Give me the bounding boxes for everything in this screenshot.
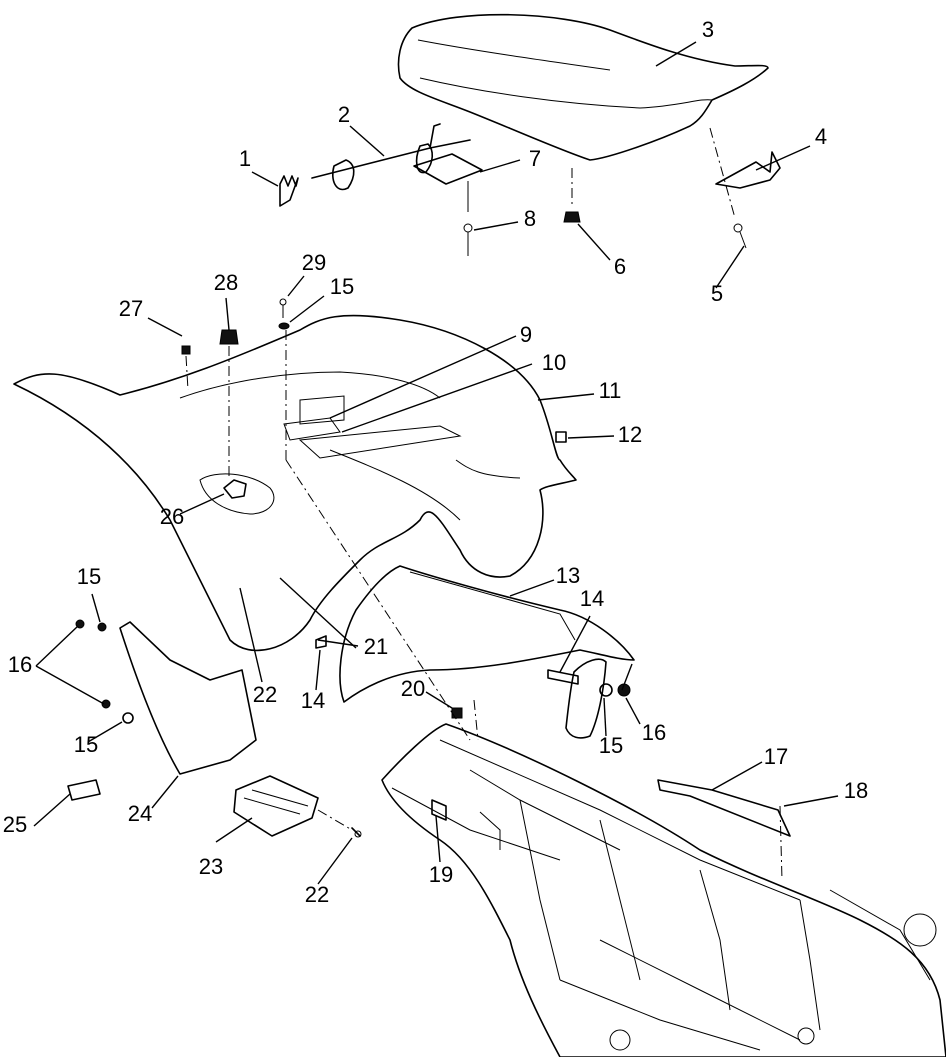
seat-nut — [563, 168, 581, 223]
callout-6: 6 — [614, 254, 626, 279]
callout-7: 7 — [529, 146, 541, 171]
spring — [279, 175, 299, 207]
inner-fender — [339, 565, 635, 703]
callout-24: 24 — [128, 801, 152, 826]
frame-plate — [657, 779, 791, 881]
rear-fender — [13, 314, 577, 652]
callout-15d: 15 — [599, 733, 623, 758]
callout-22a: 22 — [253, 682, 277, 707]
mud-flap-plate — [67, 779, 101, 801]
callout-18: 18 — [844, 778, 868, 803]
callout-11: 11 — [599, 378, 622, 403]
screw — [463, 223, 473, 256]
callout-8: 8 — [524, 206, 536, 231]
callout-15c: 15 — [74, 732, 98, 757]
callout-12: 12 — [618, 422, 642, 447]
callout-14a: 14 — [580, 586, 604, 611]
alignment-lines — [285, 459, 479, 741]
callout-1: 1 — [239, 146, 251, 171]
callout-19: 19 — [429, 862, 453, 887]
leader-lines — [33, 41, 839, 885]
footrest-bolt — [351, 827, 362, 838]
callout-29: 29 — [302, 250, 326, 275]
washers-and-nuts — [75, 619, 631, 724]
callout-22b: 22 — [305, 882, 329, 907]
callout-13: 13 — [556, 563, 580, 588]
callout-16a: 16 — [8, 652, 32, 677]
callout-5: 5 — [711, 281, 723, 306]
callout-9: 9 — [520, 322, 532, 347]
callout-labels: 1 2 3 4 5 6 7 8 9 10 11 12 13 14 14 15 1… — [3, 17, 868, 907]
callout-10: 10 — [542, 350, 566, 375]
frame-bracket — [431, 799, 447, 821]
callout-17: 17 — [764, 744, 788, 769]
fender-clip — [223, 479, 247, 499]
callout-4: 4 — [815, 124, 827, 149]
callout-14b: 14 — [301, 688, 325, 713]
fender-fasteners — [181, 298, 290, 480]
callout-26: 26 — [160, 504, 184, 529]
seat — [397, 13, 769, 161]
bracket-screw — [733, 223, 747, 249]
callout-16b: 16 — [642, 720, 666, 745]
fender-nut — [555, 431, 567, 443]
callout-21: 21 — [364, 634, 388, 659]
seat-bracket — [709, 127, 781, 219]
seat-latch-rod — [311, 123, 471, 191]
frame — [381, 723, 946, 1057]
callout-15b: 15 — [77, 564, 101, 589]
callout-23: 23 — [199, 854, 223, 879]
latch-plate — [413, 153, 483, 212]
mud-flap-bracket — [565, 658, 607, 739]
callout-15a: 15 — [330, 274, 354, 299]
footrest — [233, 775, 353, 837]
mud-flap — [119, 621, 257, 775]
callout-2: 2 — [338, 102, 350, 127]
callout-27: 27 — [119, 296, 143, 321]
callout-25: 25 — [3, 812, 27, 837]
callout-3: 3 — [702, 17, 714, 42]
callout-28: 28 — [214, 270, 238, 295]
callout-20: 20 — [401, 676, 425, 701]
